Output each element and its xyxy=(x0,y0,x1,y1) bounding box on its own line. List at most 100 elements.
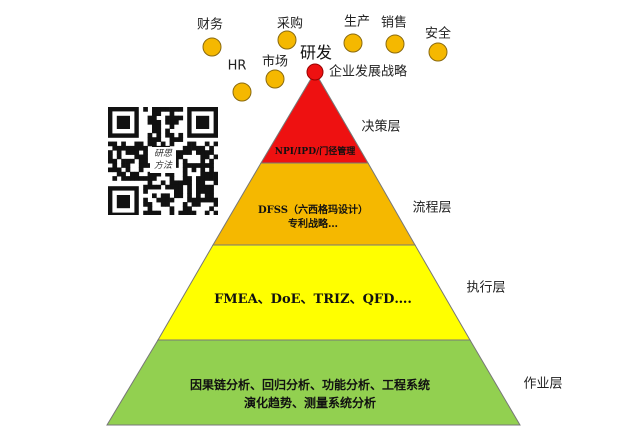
qr-module xyxy=(125,158,131,164)
qr-module xyxy=(143,184,148,190)
qr-module xyxy=(191,145,197,151)
qr-module xyxy=(187,193,192,199)
qr-module xyxy=(213,171,218,177)
qr-module xyxy=(187,189,192,194)
qr-module xyxy=(187,206,192,212)
qr-module xyxy=(187,180,192,186)
qr-module xyxy=(182,171,188,177)
dept-label: 销售 xyxy=(380,15,408,31)
qr-module xyxy=(143,163,148,168)
qr-module xyxy=(138,145,144,151)
qr-module xyxy=(130,176,135,181)
qr-module xyxy=(209,158,214,164)
qr-module xyxy=(182,167,188,173)
dept-dot xyxy=(232,82,252,102)
qr-module xyxy=(160,141,166,147)
qr-module xyxy=(169,137,175,142)
qr-module xyxy=(134,154,140,160)
qr-module xyxy=(121,171,126,177)
qr-module xyxy=(200,171,206,177)
qr-module xyxy=(138,163,144,168)
qr-module xyxy=(152,210,157,215)
qr-module xyxy=(200,150,206,155)
dept-label: 市场 xyxy=(261,54,289,70)
qr-module xyxy=(138,158,144,164)
qr-module xyxy=(152,115,157,121)
qr-module xyxy=(182,163,188,168)
qr-module xyxy=(125,176,131,181)
qr-module xyxy=(125,150,131,155)
qr-module xyxy=(213,141,218,147)
qr-module xyxy=(174,189,179,194)
qr-module xyxy=(182,202,188,207)
qr-module xyxy=(165,202,170,207)
dept-dot xyxy=(277,30,297,50)
qr-module xyxy=(165,193,170,199)
qr-module xyxy=(169,107,175,112)
qr-module xyxy=(152,128,157,134)
qr-module xyxy=(204,176,210,181)
qr-module xyxy=(178,137,184,142)
qr-module xyxy=(143,197,148,203)
qr-module xyxy=(169,210,175,215)
qr-module xyxy=(160,107,166,112)
qr-module xyxy=(200,189,206,194)
qr-module xyxy=(200,163,206,168)
layer-content: FMEA、DoE、TRIZ、QFD…. xyxy=(214,292,412,307)
dept-label: 财务 xyxy=(196,17,224,33)
qr-module xyxy=(156,171,162,177)
qr-module xyxy=(112,163,118,168)
qr-module xyxy=(182,145,188,151)
layer-content: DFSS（六西格玛设计） xyxy=(258,205,368,216)
qr-module xyxy=(178,154,184,160)
qr-module xyxy=(174,180,179,186)
qr-module xyxy=(169,111,175,117)
qr-module xyxy=(116,171,122,177)
qr-module xyxy=(178,132,184,138)
qr-module xyxy=(187,145,192,151)
qr-module xyxy=(178,150,184,155)
qr-module xyxy=(209,171,214,177)
qr-module xyxy=(156,124,162,129)
qr-module xyxy=(121,141,126,147)
qr-module xyxy=(134,150,140,155)
qr-module xyxy=(169,171,175,177)
qr-module xyxy=(204,197,210,203)
qr-module xyxy=(165,132,170,138)
qr-module xyxy=(143,107,148,112)
qr-module xyxy=(209,176,214,181)
apex-dot xyxy=(306,63,324,81)
qr-module xyxy=(156,128,162,134)
qr-module xyxy=(112,158,118,164)
qr-module xyxy=(143,145,148,151)
qr-module xyxy=(134,145,140,151)
strategy-label: 企业发展战略 xyxy=(328,64,408,80)
layer-name: 执行层 xyxy=(466,280,506,296)
qr-module xyxy=(209,163,214,168)
layer-content: 演化趋势、测量系统分析 xyxy=(243,396,376,410)
qr-module xyxy=(213,154,218,160)
qr-module xyxy=(191,163,197,168)
qr-module xyxy=(156,184,162,190)
qr-module xyxy=(156,107,162,112)
qr-module xyxy=(204,210,210,215)
qr-module xyxy=(165,171,170,177)
qr-module xyxy=(187,197,192,203)
layer-operation xyxy=(106,339,521,426)
dept-label: 生产 xyxy=(343,14,371,30)
qr-module xyxy=(152,124,157,129)
qr-module xyxy=(143,158,148,164)
qr-module xyxy=(209,184,214,190)
qr-module xyxy=(152,137,157,142)
qr-module xyxy=(209,189,214,194)
qr-module xyxy=(209,197,214,203)
qr-module xyxy=(174,154,179,160)
qr-module xyxy=(169,184,175,190)
qr-module xyxy=(187,210,192,215)
qr-module xyxy=(187,163,192,168)
qr-module xyxy=(191,202,197,207)
qr-module xyxy=(174,119,179,125)
qr-module xyxy=(196,197,201,203)
qr-module xyxy=(147,184,153,190)
